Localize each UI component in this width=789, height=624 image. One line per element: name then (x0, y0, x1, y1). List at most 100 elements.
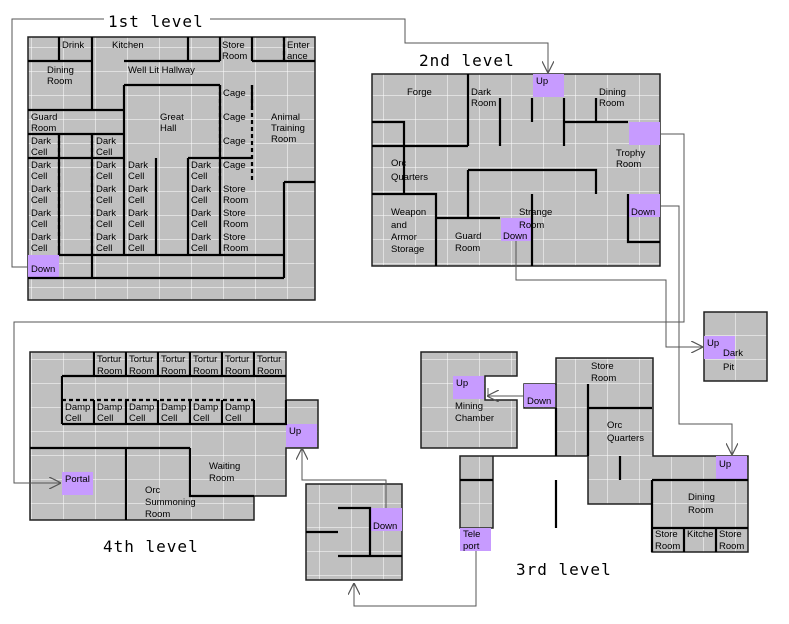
store-room-label: Room (655, 541, 680, 552)
level-4-portal[interactable] (62, 472, 93, 495)
level-4-up-stairs[interactable] (286, 424, 317, 447)
stair-connectors (11, 18, 732, 607)
damp-cell-label: Cell (193, 413, 209, 424)
dark-cell-label: Cell (128, 195, 144, 206)
room-dark-room-label-1: Dark (471, 87, 491, 98)
level-3-up-stairs[interactable] (716, 456, 747, 479)
dark-cell-label: Dark (128, 232, 148, 243)
damp-cell-label: Damp (97, 402, 122, 413)
level-1-down-stairs[interactable] (28, 255, 59, 278)
room-kitchen-label: Kitche (687, 529, 713, 540)
connector-trophy-to-portal (13, 133, 685, 483)
level-3-up-label-mining: Up (456, 378, 468, 389)
dark-pit-up-label: Up (707, 338, 719, 349)
room-animal-label-1: Animal (271, 112, 300, 123)
room-weapon-label-2: and (391, 220, 407, 231)
room-great-hall-label-2: Hall (160, 123, 176, 134)
level-2-trophy-stairs[interactable] (629, 122, 660, 145)
dark-cell-label: Cell (128, 171, 144, 182)
room-orc-quarters-label-2: Quarters (391, 172, 428, 183)
dark-cell-label: Dark (191, 232, 211, 243)
dark-pit-label-2: Pit (723, 362, 734, 373)
dark-pit-label-1: Dark (723, 348, 743, 359)
level-4-floor (29, 351, 319, 521)
room-weapon-label-3: Armor (391, 232, 417, 243)
dark-pit-up-stairs[interactable] (704, 336, 735, 359)
damp-cell-label: Cell (65, 413, 81, 424)
damp-cell-label: Damp (193, 402, 218, 413)
dark-cell-label: Cell (191, 195, 207, 206)
connector-1-to-2 (210, 18, 548, 72)
level-2-up-label: Up (536, 76, 548, 87)
torture-room-label: Room (161, 366, 186, 377)
teleport-label-2: port (463, 541, 480, 552)
dark-cell-label: Cell (191, 243, 207, 254)
connector-teleport (354, 551, 477, 607)
level-4-up-label: Up (289, 426, 301, 437)
dark-cell-label: Cell (96, 147, 112, 158)
dark-cell-label: Dark (191, 208, 211, 219)
room-trophy-label-2: Room (616, 159, 641, 170)
level-3-down-stairs[interactable] (524, 384, 555, 407)
torture-room-label: Tortur (161, 354, 185, 365)
room-store-label-1: Store (222, 40, 245, 51)
room-forge-label: Forge (407, 87, 432, 98)
room-dark-room-label-2: Room (471, 98, 496, 109)
dark-cell-label: Cell (96, 171, 112, 182)
dark-pit-map: Up Dark Pit (703, 311, 768, 382)
level-1-map: Drink Kitchen Store Room Enter ance Dini… (27, 11, 316, 301)
damp-cell-label: Damp (65, 402, 90, 413)
dark-cell-label: Cell (128, 243, 144, 254)
level-2-down-label: Down (503, 231, 527, 242)
damp-cell-label: Damp (129, 402, 154, 413)
store-room-label: Store (719, 529, 742, 540)
dark-cell-label: Cell (96, 219, 112, 230)
room-drink-label: Drink (62, 40, 84, 51)
room-kitchen-label: Kitchen (112, 40, 144, 51)
room-dining-label-1: Dining (599, 87, 626, 98)
level-2-up-stairs[interactable] (533, 74, 564, 97)
dark-cell-label: Cell (191, 219, 207, 230)
torture-room-label: Room (225, 366, 250, 377)
dark-cell-label: Dark (31, 136, 51, 147)
level-2-down-stairs-right[interactable] (629, 194, 660, 217)
room-orc-quarters-label-1: Orc (607, 420, 623, 431)
store-room-label: Room (719, 541, 744, 552)
room-trophy-label-1: Trophy (616, 148, 645, 159)
dark-cell-label: Cell (31, 195, 47, 206)
store-room-label: Store (223, 208, 246, 219)
orc-summoning-label-1: Orc (145, 485, 161, 496)
damp-cell-label: Cell (161, 413, 177, 424)
torture-room-label: Room (257, 366, 282, 377)
torture-room-label: Tortur (225, 354, 249, 365)
connector-down-to-mining (487, 388, 524, 397)
level-3-down-label: Down (527, 396, 551, 407)
dark-cell-label: Cell (31, 171, 47, 182)
dark-cell-label: Dark (31, 232, 51, 243)
level-2-down-stairs-strange[interactable] (501, 218, 532, 241)
room-orc-quarters-label-2: Quarters (607, 433, 644, 444)
torture-room-label: Tortur (257, 354, 281, 365)
room-dining-label-2: Room (599, 98, 624, 109)
dark-cell-label: Dark (191, 160, 211, 171)
level-2-title: 2nd level (419, 51, 515, 70)
level-2-down-label-right: Down (631, 207, 655, 218)
dark-cell-label: Dark (128, 208, 148, 219)
level-3-up-stairs-mining[interactable] (453, 376, 484, 399)
room-dining-label-1: Dining (47, 65, 74, 76)
small-room-down-stairs[interactable] (371, 508, 402, 531)
level-3-main-floor (459, 357, 749, 553)
store-room-label: Room (223, 195, 248, 206)
store-room-label: Room (223, 219, 248, 230)
dark-cell-label: Cell (31, 243, 47, 254)
dark-cell-label: Dark (31, 184, 51, 195)
connector-2-to-3 (660, 205, 732, 454)
store-room-label: Store (223, 232, 246, 243)
room-orc-quarters-label-1: Orc (391, 158, 407, 169)
torture-room-label: Tortur (97, 354, 121, 365)
level-3-teleport-pad[interactable] (460, 528, 491, 551)
room-hallway-label: Well Lit Hallway (128, 65, 195, 76)
